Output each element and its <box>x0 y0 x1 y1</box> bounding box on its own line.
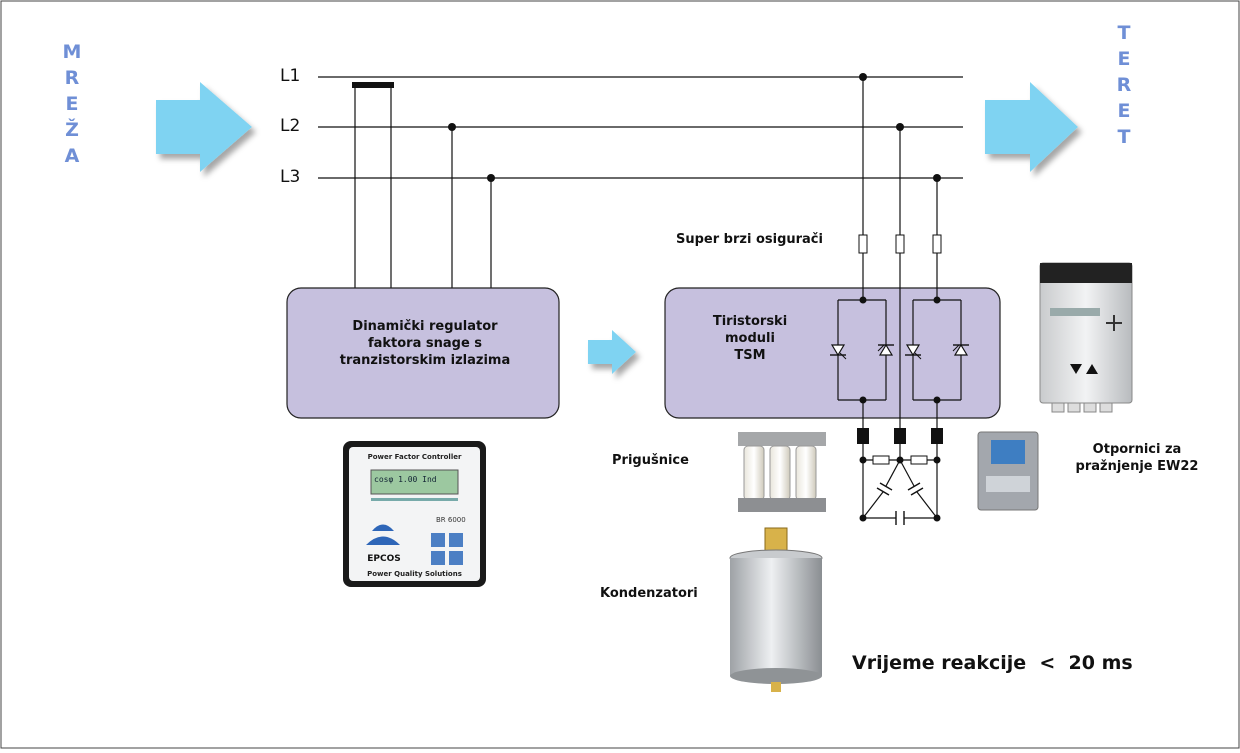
input-arrow <box>156 82 252 172</box>
resistors-label-line: Otpornici za <box>1092 442 1182 457</box>
load-letter: E <box>1117 48 1131 70</box>
fuse <box>932 234 942 254</box>
tsm-text-line: moduli <box>725 331 775 346</box>
controller-text: Dinamički regulator faktora snage s tran… <box>320 318 530 369</box>
signal-arrow <box>588 330 636 374</box>
choke-icon <box>894 428 906 444</box>
current-transformer <box>352 82 394 88</box>
controller-text-line: faktora snage s <box>367 336 483 351</box>
resistor-icon <box>910 455 928 465</box>
thyristor-icon <box>952 343 969 356</box>
capacitors-label: Kondenzatori <box>600 586 698 601</box>
power-factor-controller-device <box>343 441 486 587</box>
tsm-module-photo <box>1039 262 1133 413</box>
up-button <box>449 533 463 547</box>
thyristor-icon <box>877 343 894 356</box>
grid-letter: M <box>62 41 82 63</box>
device-model: BR 6000 <box>436 516 466 524</box>
grid-letter: Ž <box>65 119 79 141</box>
resistor-icon <box>872 455 890 465</box>
line-label-l2: L2 <box>280 116 301 136</box>
junction-dot <box>933 174 941 182</box>
load-letter: T <box>1117 126 1131 148</box>
load-letter: R <box>1116 74 1132 96</box>
reaction-time-note: Vrijeme reakcije < 20 ms <box>852 652 1133 674</box>
discharge-resistor-photo <box>977 431 1039 511</box>
thyristor-icon <box>905 344 922 360</box>
tsm-text-line: TSM <box>734 348 766 363</box>
load-letter: E <box>1117 100 1131 122</box>
controller-box <box>286 287 560 419</box>
tsm-text-line: Tiristorski <box>712 314 788 329</box>
device-footer: Power Quality Solutions <box>367 570 462 578</box>
grid-letter: A <box>64 145 80 167</box>
fuses-label: Super brzi osigurači <box>676 232 823 247</box>
controller-text-line: Dinamički regulator <box>352 319 498 334</box>
junction-dot <box>896 123 904 131</box>
grid-letter: R <box>64 67 80 89</box>
junction-dot <box>448 123 456 131</box>
tsm-box <box>664 287 1001 419</box>
epcos-logo <box>366 524 400 545</box>
device-display: cosφ 1.00 Ind <box>374 475 437 484</box>
controller-text-line: tranzistorskim izlazima <box>339 353 511 368</box>
load-letter: T <box>1117 22 1131 44</box>
output-arrow <box>985 82 1078 172</box>
resistors-label-line: pražnjenje EW22 <box>1075 459 1199 474</box>
junction-dot <box>487 174 495 182</box>
fuse <box>895 234 905 254</box>
resistors-label: Otpornici za pražnjenje EW22 <box>1062 441 1212 475</box>
choke-photo <box>738 432 826 512</box>
menu-button <box>431 533 445 547</box>
capacitor-photo <box>729 527 823 692</box>
device-brand: EPCOS <box>367 554 401 564</box>
right-button <box>431 551 445 565</box>
junction-dot <box>859 73 867 81</box>
fuse <box>858 234 868 254</box>
chokes-label: Prigušnice <box>612 453 689 468</box>
grid-letter: E <box>65 93 79 115</box>
device-title: Power Factor Controller <box>367 453 462 461</box>
line-label-l3: L3 <box>280 167 301 187</box>
tsm-text: Tiristorski moduli TSM <box>690 313 810 364</box>
choke-icon <box>931 428 943 444</box>
choke-icon <box>857 428 869 444</box>
thyristor-icon <box>830 344 847 360</box>
down-button <box>449 551 463 565</box>
line-label-l1: L1 <box>280 66 301 86</box>
